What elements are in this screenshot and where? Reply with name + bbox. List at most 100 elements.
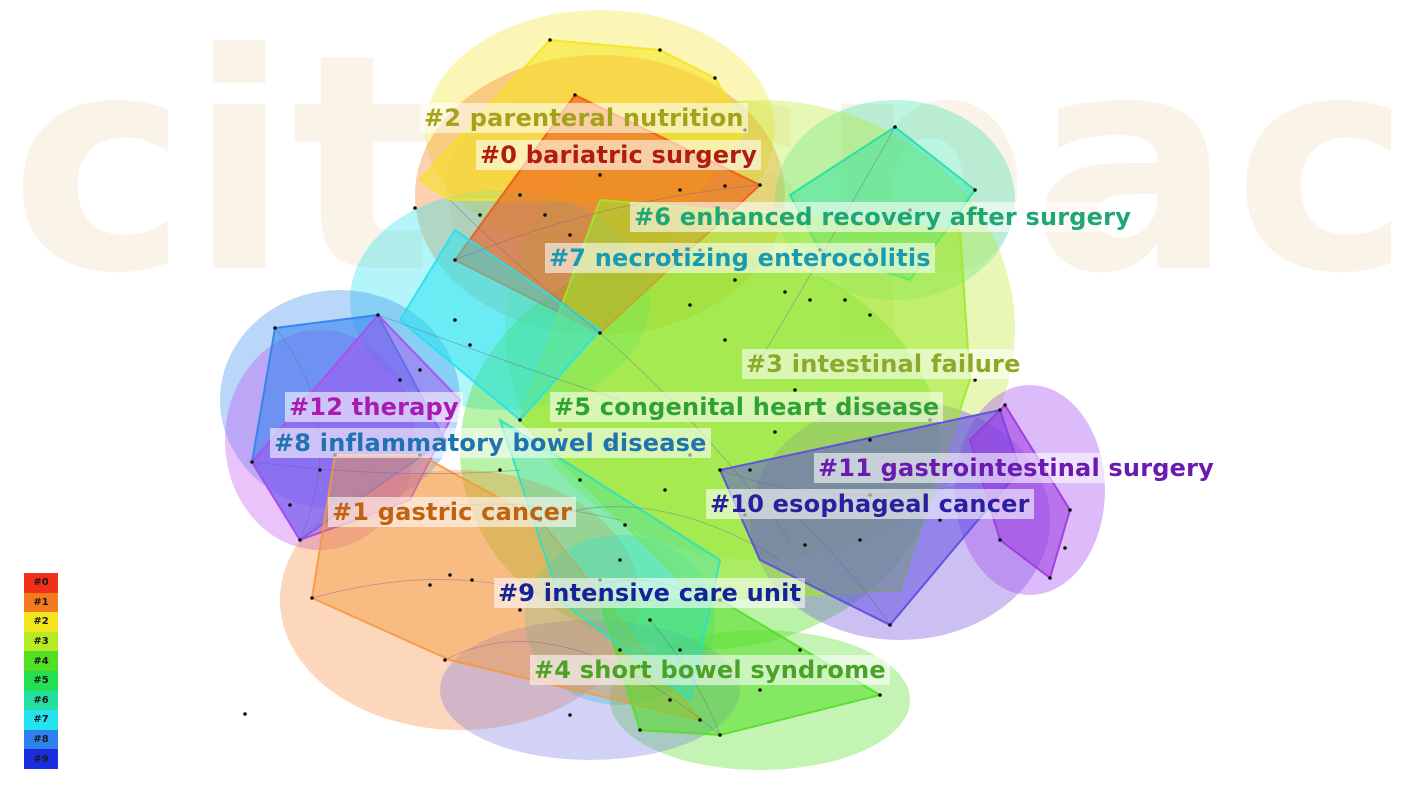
cluster-color-legend: #0#1#2#3#4#5#6#7#8#9 (24, 573, 58, 769)
node-32 (288, 503, 292, 507)
node-29 (273, 326, 277, 330)
node-88 (758, 688, 762, 692)
node-7 (573, 93, 577, 97)
node-45 (443, 658, 447, 662)
node-51 (663, 488, 667, 492)
node-66 (803, 543, 807, 547)
legend-swatch-1: #1 (24, 592, 58, 613)
node-5 (678, 188, 682, 192)
node-74 (1068, 508, 1072, 512)
node-76 (1048, 576, 1052, 580)
cluster-label-9[interactable]: #9 intensive care unit (494, 578, 806, 608)
hull-8 (250, 313, 447, 542)
node-87 (698, 718, 702, 722)
node-63 (868, 438, 872, 442)
node-44 (310, 596, 314, 600)
cluster-label-2[interactable]: #2 parenteral nutrition (420, 103, 748, 133)
cluster-label-text: #1 gastric cancer (332, 498, 573, 526)
node-24 (783, 290, 787, 294)
edge-11 (449, 199, 601, 334)
cluster-label-5[interactable]: #5 congenital heart disease (550, 392, 944, 422)
node-16 (758, 183, 762, 187)
node-23 (808, 298, 812, 302)
node-11 (453, 258, 457, 262)
node-34 (398, 378, 402, 382)
hull-9 (498, 417, 722, 702)
cluster-label-text: #8 inflammatory bowel disease (274, 429, 707, 457)
node-71 (998, 408, 1002, 412)
cluster-label-8[interactable]: #8 inflammatory bowel disease (270, 428, 711, 458)
legend-swatch-4: #4 (24, 651, 58, 671)
cluster-label-text: #0 bariatric surgery (480, 141, 758, 169)
legend-swatch-2: #2 (24, 612, 58, 632)
edge-2 (444, 641, 721, 736)
node-78 (938, 518, 942, 522)
node-77 (998, 538, 1002, 542)
legend-swatch-9: #9 (24, 749, 58, 769)
hull-7 (398, 228, 602, 422)
cluster-label-text: #10 esophageal cancer (710, 490, 1030, 518)
node-61 (723, 338, 727, 342)
node-83 (878, 693, 882, 697)
node-2 (713, 76, 717, 80)
edge-8 (274, 327, 321, 541)
cluster-label-7[interactable]: #7 necrotizing enterocolitis (545, 243, 935, 273)
cluster-label-text: #5 congenital heart disease (554, 393, 940, 421)
node-18 (973, 188, 977, 192)
node-17 (893, 125, 897, 129)
cluster-label-text: #6 enhanced recovery after surgery (634, 203, 1132, 231)
node-92 (678, 648, 682, 652)
cluster-label-text: #2 parenteral nutrition (424, 104, 744, 132)
node-8 (518, 193, 522, 197)
node-68 (888, 623, 892, 627)
cluster-label-3[interactable]: #3 intestinal failure (742, 349, 1025, 379)
node-41 (428, 583, 432, 587)
node-0 (548, 38, 552, 42)
cluster-label-10[interactable]: #10 esophageal cancer (706, 489, 1034, 519)
node-50 (648, 618, 652, 622)
cluster-label-text: #9 intensive care unit (498, 579, 802, 607)
node-9 (478, 213, 482, 217)
node-43 (470, 578, 474, 582)
cluster-label-0[interactable]: #0 bariatric surgery (476, 140, 762, 170)
node-30 (250, 460, 254, 464)
node-21 (843, 298, 847, 302)
node-91 (618, 648, 622, 652)
legend-swatch-5: #5 (24, 670, 58, 691)
node-12 (543, 213, 547, 217)
node-85 (638, 728, 642, 732)
cluster-label-12[interactable]: #12 therapy (285, 392, 463, 422)
cluster-label-text: #7 necrotizing enterocolitis (549, 244, 931, 272)
node-6 (598, 173, 602, 177)
edge-4 (377, 314, 621, 401)
node-86 (668, 698, 672, 702)
cluster-label-4[interactable]: #4 short bowel syndrome (530, 655, 890, 685)
node-90 (568, 713, 572, 717)
node-57 (578, 478, 582, 482)
node-75 (1063, 546, 1067, 550)
node-49 (618, 558, 622, 562)
node-37 (418, 368, 422, 372)
node-1 (658, 48, 662, 52)
node-64 (718, 468, 722, 472)
node-33 (318, 468, 322, 472)
cluster-label-1[interactable]: #1 gastric cancer (328, 497, 577, 527)
node-55 (518, 418, 522, 422)
cluster-label-text: #3 intestinal failure (746, 350, 1021, 378)
edge-0 (454, 184, 761, 261)
node-70 (973, 378, 977, 382)
node-13 (568, 233, 572, 237)
node-52 (623, 523, 627, 527)
node-15 (688, 303, 692, 307)
node-62 (793, 388, 797, 392)
node-42 (448, 573, 452, 577)
legend-swatch-8: #8 (24, 729, 58, 750)
node-10 (413, 206, 417, 210)
cluster-label-6[interactable]: #6 enhanced recovery after surgery (630, 202, 1136, 232)
cluster-label-11[interactable]: #11 gastrointestinal surgery (814, 453, 1218, 483)
legend-swatch-3: #3 (24, 631, 58, 652)
node-28 (376, 313, 380, 317)
node-89 (798, 648, 802, 652)
node-46 (518, 608, 522, 612)
